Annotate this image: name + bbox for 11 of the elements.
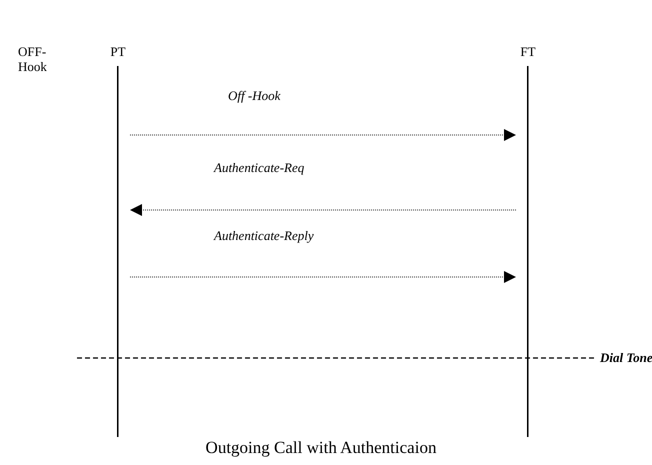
- edge-label: Off -Hook: [228, 88, 280, 104]
- message-arrow: [130, 204, 516, 216]
- edge-label: Authenticate-Reply: [214, 228, 314, 244]
- message-arrow: [130, 271, 516, 283]
- edge-label: Authenticate-Req: [214, 160, 304, 176]
- caption: Outgoing Call with Authenticaion: [204, 438, 438, 458]
- participant-label: PT: [109, 44, 127, 60]
- message-arrow: [130, 129, 516, 141]
- divider-label: Dial Tone: [600, 350, 652, 365]
- participant-label: FT: [519, 44, 537, 60]
- note-label: OFF- Hook: [18, 44, 48, 74]
